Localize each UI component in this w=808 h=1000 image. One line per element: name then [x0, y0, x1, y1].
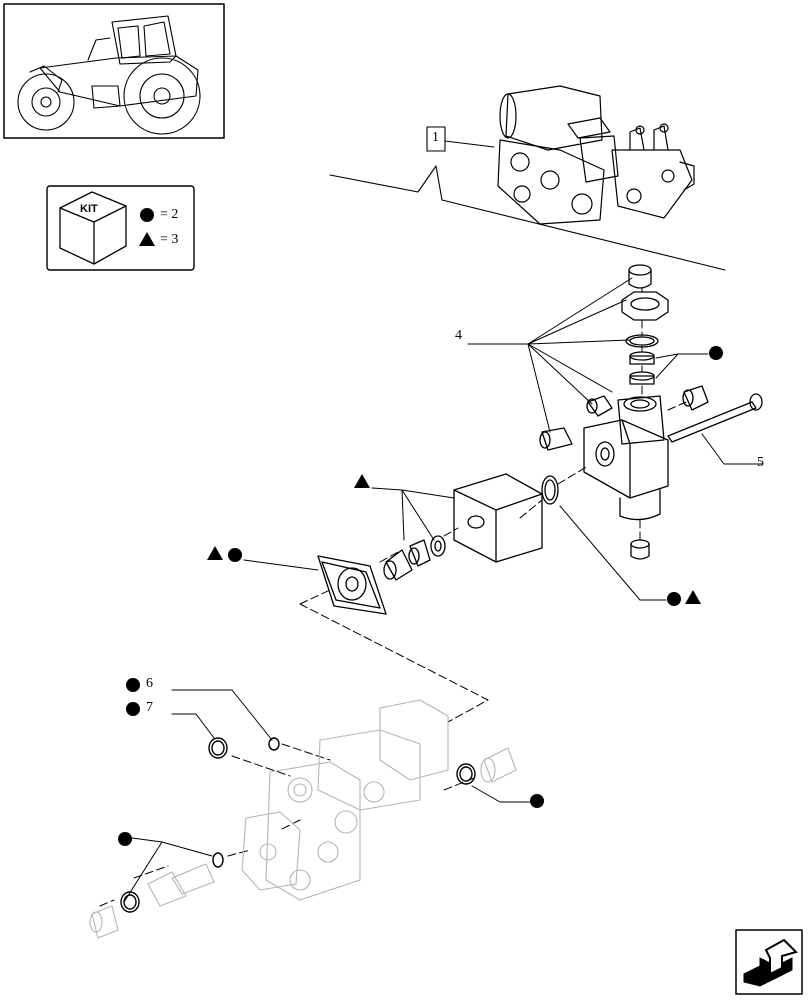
alignment-lines	[99, 287, 687, 907]
tractor-thumbnail-icon	[17, 15, 201, 135]
thumbnail-frame	[3, 3, 225, 139]
next-page-arrow-icon[interactable]	[736, 930, 802, 994]
kit-circle-symbol	[140, 208, 154, 222]
leader-lines	[123, 277, 763, 903]
coil-block	[383, 473, 543, 581]
assembled-valve-illustration	[497, 85, 695, 225]
kit-triangle-qty: = 3	[160, 232, 179, 247]
valve-body	[539, 264, 763, 560]
breakout-line	[329, 165, 726, 271]
kit-circle-qty: = 2	[160, 207, 179, 222]
bottom-oring-circle-marker	[530, 794, 544, 808]
coil-triangle-marker	[354, 474, 370, 488]
callout-6: 6	[146, 676, 153, 691]
kit-triangle-symbol	[139, 232, 155, 246]
callout-5: 5	[757, 455, 764, 470]
kit-cube-icon	[59, 191, 127, 265]
oring-triangle-marker	[685, 590, 701, 604]
ref7-circle-marker	[126, 702, 140, 716]
bottom-valve-housing	[89, 699, 517, 939]
kit-legend-frame	[46, 185, 195, 271]
callout-7: 7	[146, 700, 153, 715]
bottom-seals	[120, 737, 476, 913]
oring-circle-marker	[667, 592, 681, 606]
kit-label: KIT	[80, 203, 98, 215]
seal-circle-marker	[709, 346, 723, 360]
gasket-circle-marker	[228, 548, 242, 562]
callout-4: 4	[455, 328, 462, 343]
lower-seals-circle-marker	[118, 832, 132, 846]
callout-1: 1	[432, 130, 439, 145]
gasket-triangle-marker	[207, 546, 223, 560]
ref6-circle-marker	[126, 678, 140, 692]
gasket-plate	[317, 555, 387, 615]
ref1-frame	[426, 126, 446, 152]
nav-frame	[735, 929, 803, 995]
